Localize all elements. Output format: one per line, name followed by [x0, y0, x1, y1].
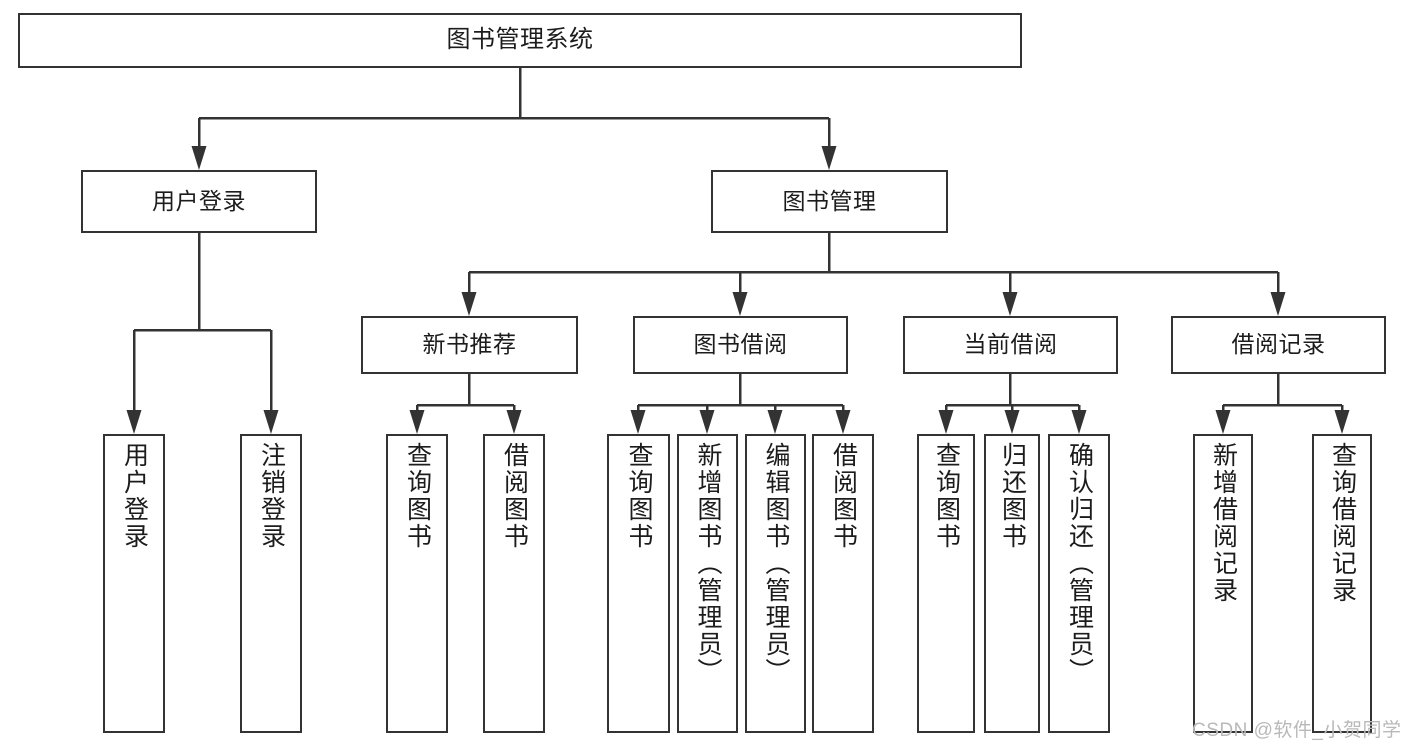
conn-book-manage-arrow-1: [732, 292, 748, 316]
node-root[interactable]: 图书管理系统: [18, 13, 1022, 68]
conn-current-borrow-arrow-0: [938, 410, 954, 434]
node-label-root: 图书管理系统: [446, 26, 594, 54]
node-label-book-borrow: 图书借阅: [693, 331, 788, 358]
node-label-leaf-user-login: 用户登录: [120, 442, 149, 550]
conn-root-arrow-1: [821, 146, 837, 170]
node-label-new-book-rec: 新书推荐: [422, 331, 517, 358]
node-leaf-rec-borrow-book[interactable]: 借阅图书: [483, 434, 545, 733]
node-borrow-record[interactable]: 借阅记录: [1171, 316, 1386, 374]
conn-borrow-record-arrow-0: [1215, 410, 1231, 434]
node-current-borrow[interactable]: 当前借阅: [903, 316, 1118, 374]
node-leaf-current-query-book[interactable]: 查询图书: [917, 434, 975, 733]
conn-user-login-arrow-1: [263, 410, 279, 434]
conn-book-manage-arrow-3: [1270, 292, 1286, 316]
node-leaf-record-query[interactable]: 查询借阅记录: [1312, 434, 1372, 733]
node-book-manage[interactable]: 图书管理: [711, 170, 948, 233]
node-leaf-rec-query-book[interactable]: 查询图书: [386, 434, 448, 733]
node-label-leaf-borrow-query-book: 查询图书: [625, 442, 653, 550]
conn-current-borrow-arrow-2: [1071, 410, 1087, 434]
conn-book-borrow-arrow-1: [699, 410, 715, 434]
node-leaf-borrow-query-book[interactable]: 查询图书: [607, 434, 670, 733]
node-leaf-user-login[interactable]: 用户登录: [103, 434, 165, 733]
node-leaf-current-return-book[interactable]: 归还图书: [984, 434, 1040, 733]
node-leaf-borrow-borrow-book[interactable]: 借阅图书: [812, 434, 874, 733]
node-label-current-borrow: 当前借阅: [963, 331, 1058, 358]
node-label-leaf-current-return-book: 归还图书: [998, 442, 1027, 550]
node-label-leaf-borrow-borrow-book: 借阅图书: [829, 442, 858, 550]
node-label-leaf-current-query-book: 查询图书: [932, 442, 961, 550]
node-leaf-borrow-edit-book[interactable]: 编辑图书（管理员）: [745, 434, 806, 733]
node-new-book-rec[interactable]: 新书推荐: [361, 316, 578, 374]
conn-user-login-arrow-0: [126, 410, 142, 434]
node-label-leaf-borrow-add-book: 新增图书（管理员）: [694, 442, 722, 685]
node-label-borrow-record: 借阅记录: [1231, 331, 1326, 358]
conn-current-borrow-arrow-1: [1004, 410, 1020, 434]
node-user-login[interactable]: 用户登录: [81, 170, 317, 233]
node-leaf-current-confirm-return[interactable]: 确认归还（管理员）: [1048, 434, 1110, 733]
node-book-borrow[interactable]: 图书借阅: [633, 316, 848, 374]
conn-book-borrow-arrow-0: [630, 410, 646, 434]
conn-root-arrow-0: [191, 146, 207, 170]
conn-book-borrow-arrow-2: [767, 410, 783, 434]
conn-book-manage-arrow-0: [461, 292, 477, 316]
node-label-user-login: 用户登录: [152, 187, 246, 214]
node-label-leaf-record-query: 查询借阅记录: [1328, 442, 1357, 604]
node-label-leaf-borrow-edit-book: 编辑图书（管理员）: [762, 442, 790, 685]
node-leaf-borrow-add-book[interactable]: 新增图书（管理员）: [677, 434, 738, 733]
csdn-watermark: CSDN @软件_小贺同学: [1192, 720, 1402, 741]
node-leaf-record-add[interactable]: 新增借阅记录: [1193, 434, 1253, 733]
conn-new-book-rec-arrow-0: [409, 410, 425, 434]
node-label-leaf-user-logout: 注销登录: [257, 442, 286, 550]
node-label-leaf-record-add: 新增借阅记录: [1209, 442, 1238, 604]
conn-new-book-rec-arrow-1: [506, 410, 522, 434]
conn-borrow-record-arrow-1: [1334, 410, 1350, 434]
node-label-leaf-rec-query-book: 查询图书: [403, 442, 432, 550]
node-label-book-manage: 图书管理: [782, 187, 877, 214]
conn-book-manage-arrow-2: [1002, 292, 1018, 316]
node-leaf-user-logout[interactable]: 注销登录: [240, 434, 302, 733]
conn-book-borrow-arrow-3: [835, 410, 851, 434]
node-label-leaf-rec-borrow-book: 借阅图书: [500, 442, 529, 550]
node-label-leaf-current-confirm-return: 确认归还（管理员）: [1065, 442, 1094, 685]
